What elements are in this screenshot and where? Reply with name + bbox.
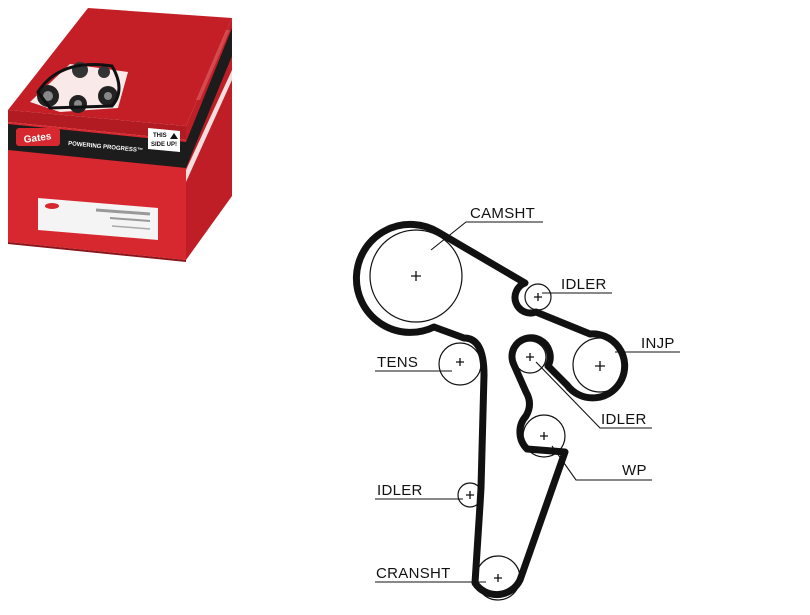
label-idler-mid: IDLER <box>601 411 647 428</box>
camshaft-center-icon <box>411 271 421 281</box>
idler-low-center-icon <box>466 491 474 499</box>
label-logo-icon <box>45 203 59 209</box>
box-side-logo-area <box>196 30 230 100</box>
box-lid-strip <box>8 110 186 140</box>
camshaft-pulley <box>369 229 463 323</box>
injp-center-icon <box>595 361 605 371</box>
pulley-center-marks <box>411 271 605 582</box>
diagram-labels: CAMSHT IDLER INJP TENS IDLER WP IDLER CR… <box>376 205 675 582</box>
tens-center-icon <box>456 358 464 366</box>
timing-belt <box>352 220 629 599</box>
wp-center-icon <box>540 432 548 440</box>
label-idler-low: IDLER <box>377 482 423 499</box>
box-label-panel <box>38 198 158 240</box>
cranksht-center-icon <box>494 574 502 582</box>
idler-top-center-icon <box>534 293 542 301</box>
idler-mid-leader-line <box>535 361 652 429</box>
box-side-stripe <box>186 70 232 182</box>
product-box: Gates POWERING PROGRESS™ THIS SIDE UP! <box>8 8 232 262</box>
brand-logo-text: Gates <box>23 131 52 146</box>
badge-line-1: THIS <box>153 133 167 139</box>
wp-leader-line <box>551 445 652 481</box>
up-arrow-icon <box>170 133 178 139</box>
idler-mid-center-icon <box>526 353 534 361</box>
label-tensioner: TENS <box>377 354 418 371</box>
this-side-up-badge: THIS SIDE UP! <box>148 128 180 152</box>
label-camshaft: CAMSHT <box>470 205 535 222</box>
label-water-pump: WP <box>622 462 647 479</box>
leader-lines <box>375 221 680 583</box>
label-crankshaft: CRANSHT <box>376 565 451 582</box>
label-idler-top: IDLER <box>561 276 607 293</box>
gates-logo: Gates <box>16 128 60 146</box>
belt-kit-illustration <box>30 62 128 113</box>
box-side-dark-stripe <box>186 28 232 168</box>
camshaft-leader-line <box>430 221 543 251</box>
timing-belt-diagram: CAMSHT IDLER INJP TENS IDLER WP IDLER CR… <box>352 205 680 601</box>
label-injection-pump: INJP <box>641 335 675 352</box>
badge-line-2: SIDE UP! <box>151 142 177 148</box>
